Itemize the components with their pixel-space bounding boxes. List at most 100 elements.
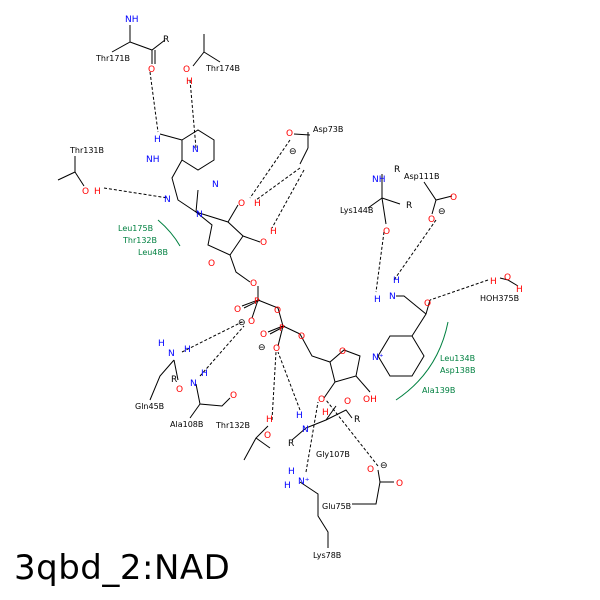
atom-o-thr132: O (264, 431, 271, 441)
hydrophobic-arc-left (157, 219, 181, 247)
atom-o-thr171: O (148, 65, 155, 75)
residue-thr131: Thr131B (69, 146, 104, 155)
atom-labels: NH R O O H H NH N N N N O H O ⊖ O H O H … (82, 15, 523, 491)
atom-n1-adenine: N (192, 145, 199, 155)
atom-h7n-a: H (393, 276, 400, 286)
atom-h-hoh-b: H (516, 285, 523, 295)
residue-lys78: Lys78B (313, 551, 341, 560)
hydrophobic-labels: Leu175B Thr132B Leu48B Leu134B Asp138B A… (118, 224, 475, 395)
residue-glu75: Glu75B (322, 502, 351, 511)
hydrophobic-asp138: Asp138B (440, 366, 475, 375)
atom-o2-ribose: O (238, 199, 245, 209)
hydrophobic-ala139: Ala139B (422, 386, 455, 395)
atom-o7n: O (424, 299, 431, 309)
atom-n-lys78: N⁺ (298, 477, 310, 487)
atom-h-lys78-b: H (284, 481, 291, 491)
atom-n3-adenine: N (212, 180, 219, 190)
atom-o-hoh: O (504, 273, 511, 283)
atom-r-lys144-a: R (394, 165, 400, 175)
atom-h-gln45-b: H (184, 345, 191, 355)
hydrophobic-arc-right (395, 321, 449, 401)
atom-n1-pyridinium: N⁺ (372, 353, 384, 363)
atom-minus-glu75: ⊖ (380, 461, 388, 471)
hydrophobic-leu48: Leu48B (138, 248, 168, 257)
atom-o-thr131: O (82, 187, 89, 197)
atom-oh-ribose2: OH (363, 395, 377, 405)
atom-n-gln45: N (168, 349, 175, 359)
atom-h3-ribose: H (270, 227, 277, 237)
atom-n9-adenine: N (196, 210, 203, 220)
atom-o-glu75-b: O (396, 479, 403, 489)
atom-o4n: O (339, 347, 346, 357)
atom-h-gln45-a: H (158, 339, 165, 349)
atom-n-gly107: N (302, 425, 309, 435)
atom-n7-adenine: N (164, 195, 171, 205)
atom-h-thr131: H (94, 187, 101, 197)
atom-minus-pn: ⊖ (258, 343, 266, 353)
atom-h-thr132: H (266, 415, 273, 425)
atom-h-o3n: H (322, 408, 329, 418)
atom-h7n-b: H (374, 295, 381, 305)
residue-gly107: Gly107B (316, 450, 350, 459)
atom-r-gly107-b: R (354, 415, 360, 425)
atom-h-adenine-amine: H (154, 135, 161, 145)
atom-o1n: O (260, 330, 267, 340)
atom-o2a: O (248, 317, 255, 327)
atom-o-ala108: O (230, 391, 237, 401)
bond-lines (57, 25, 519, 548)
atom-nh-adenine-amine: NH (146, 155, 160, 165)
atom-h-lys78-a: H (288, 467, 295, 477)
hydrophobic-arcs (157, 219, 449, 401)
atom-o3n: O (318, 395, 325, 405)
atom-h2-ribose: H (254, 199, 261, 209)
atom-r-gln45: R (171, 375, 177, 385)
residue-gln45: Gln45B (135, 402, 164, 411)
atom-o4-ribose: O (208, 259, 215, 269)
residue-asp73: Asp73B (313, 125, 343, 134)
atom-o3-bridge: O (274, 306, 281, 316)
atom-o-asp111-a: O (450, 193, 457, 203)
atom-nh-thr171: NH (125, 15, 139, 25)
residue-asp111: Asp111B (404, 172, 439, 181)
atom-o-gln45: O (176, 385, 183, 395)
atom-o3-ribose: O (260, 238, 267, 248)
atom-o2n: O (273, 344, 280, 354)
atom-nh-lys144: NH (372, 175, 386, 185)
atom-minus-asp73: ⊖ (289, 147, 297, 157)
atom-pn: P (279, 324, 285, 334)
atom-o-gly107: O (344, 397, 351, 407)
atom-h-ala108: H (201, 369, 208, 379)
hydrogen-bonds (103, 71, 489, 473)
atom-o1a: O (234, 305, 241, 315)
atom-r-thr171: R (163, 35, 169, 45)
atom-minus-asp111: ⊖ (438, 207, 446, 217)
residue-ala108: Ala108B (170, 420, 203, 429)
atom-o-thr174: O (183, 65, 190, 75)
atom-h-thr174: H (186, 77, 193, 87)
atom-h-hoh-a: H (490, 277, 497, 287)
hydrophobic-leu134: Leu134B (440, 354, 475, 363)
atom-o-lys144: O (383, 227, 390, 237)
atom-n-ala108: N (190, 379, 197, 389)
atom-h-gly107: H (296, 411, 303, 421)
diagram-caption: 3qbd_2:NAD (14, 548, 231, 588)
atom-n7n: N (389, 292, 396, 302)
atom-pa: P (254, 297, 260, 307)
residue-thr171: Thr171B (95, 54, 130, 63)
hydrophobic-leu175: Leu175B (118, 224, 153, 233)
atom-r-lys144-b: R (406, 201, 412, 211)
residue-hoh375: HOH375B (480, 294, 519, 303)
atom-o-asp73-a: O (286, 129, 293, 139)
atom-o-asp111-b: O (428, 215, 435, 225)
hydrophobic-thr132: Thr132B (122, 236, 157, 245)
atom-o-glu75-a: O (367, 465, 374, 475)
atom-r-gly107-a: R (288, 439, 294, 449)
residue-labels: Thr171B Thr174B Thr131B Asp73B Asp111B L… (69, 54, 519, 560)
residue-lys144: Lys144B (340, 206, 373, 215)
residue-thr174: Thr174B (205, 64, 240, 73)
atom-minus-pa: ⊖ (238, 318, 246, 328)
atom-o5-ribose: O (250, 279, 257, 289)
atom-o5n: O (298, 332, 305, 342)
residue-thr132: Thr132B (215, 421, 250, 430)
